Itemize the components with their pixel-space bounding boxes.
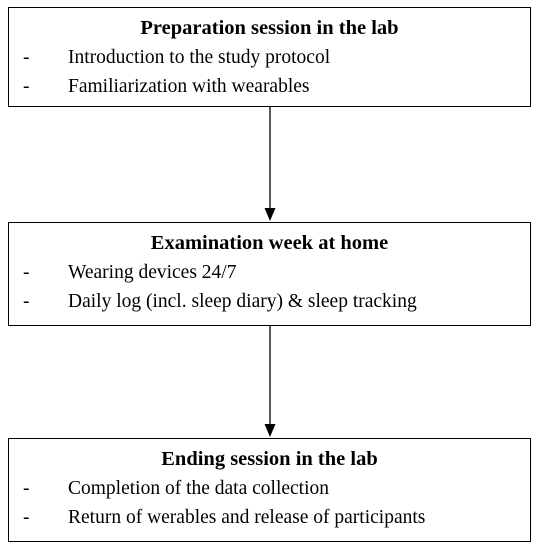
bullet-dash: -: [23, 478, 30, 499]
bullet-text: Introduction to the study protocol: [68, 47, 331, 68]
bullet-dash: -: [23, 507, 30, 528]
list-item: - Completion of the data collection: [9, 474, 530, 503]
list-item: - Introduction to the study protocol: [9, 43, 530, 72]
step-bullet-list: - Completion of the data collection - Re…: [9, 474, 530, 532]
list-item: - Familiarization with wearables: [9, 72, 530, 101]
down-arrow-icon: [262, 326, 278, 438]
step-title: Preparation session in the lab: [140, 17, 399, 39]
bullet-dash: -: [23, 291, 30, 312]
down-arrow-icon: [262, 107, 278, 222]
bullet-text: Return of werables and release of partic…: [68, 507, 426, 528]
step-bullet-list: - Wearing devices 24/7 - Daily log (incl…: [9, 258, 530, 316]
list-item: - Daily log (incl. sleep diary) & sleep …: [9, 287, 530, 316]
bullet-text: Completion of the data collection: [68, 478, 330, 499]
list-item: - Wearing devices 24/7: [9, 258, 530, 287]
bullet-text: Familiarization with wearables: [68, 76, 310, 97]
step-box-preparation: Preparation session in the lab - Introdu…: [8, 7, 531, 107]
bullet-dash: -: [23, 262, 30, 283]
step-box-examination: Examination week at home - Wearing devic…: [8, 222, 531, 326]
bullet-text: Daily log (incl. sleep diary) & sleep tr…: [68, 291, 417, 312]
step-title: Ending session in the lab: [161, 448, 378, 470]
step-bullet-list: - Introduction to the study protocol - F…: [9, 43, 530, 101]
step-box-ending: Ending session in the lab - Completion o…: [8, 438, 531, 542]
step-title: Examination week at home: [150, 232, 389, 254]
list-item: - Return of werables and release of part…: [9, 503, 530, 532]
bullet-dash: -: [23, 76, 30, 97]
bullet-dash: -: [23, 47, 30, 68]
bullet-text: Wearing devices 24/7: [68, 262, 237, 283]
